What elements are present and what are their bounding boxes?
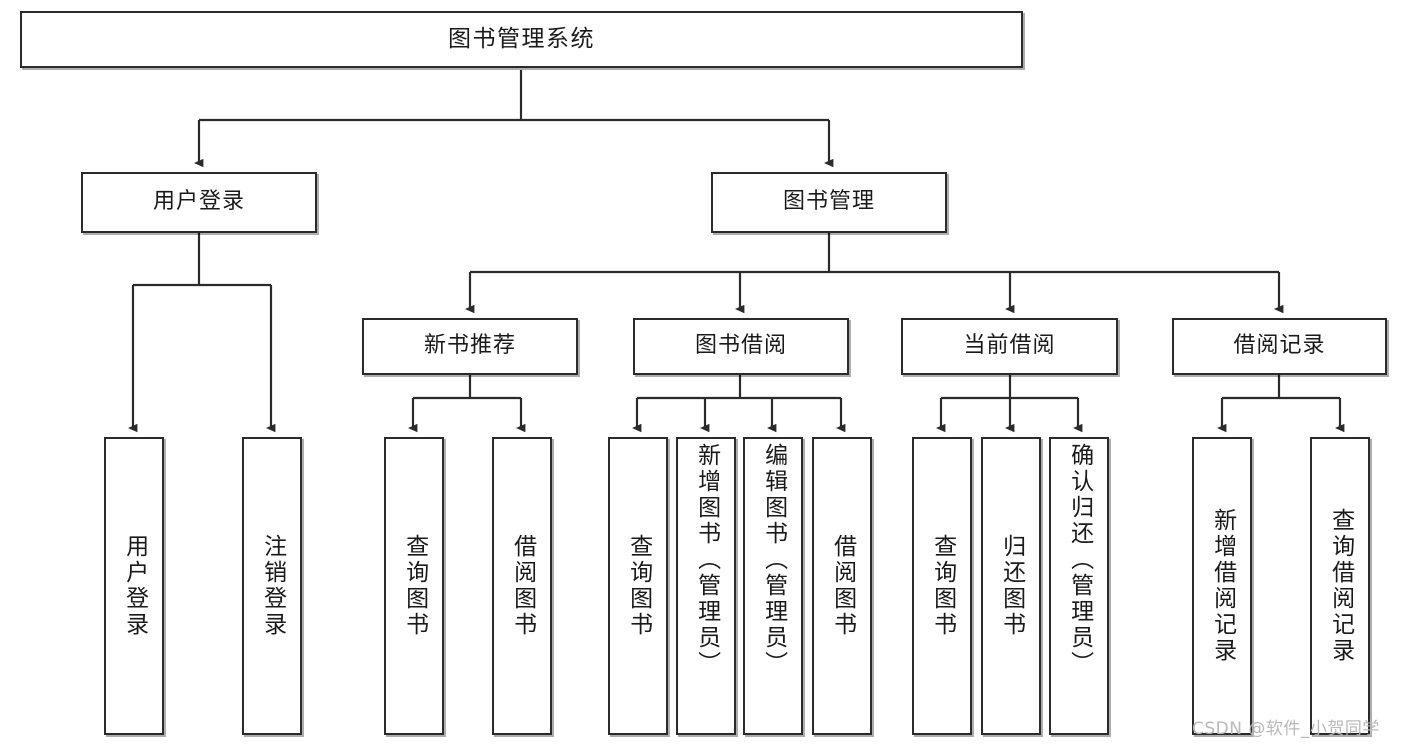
leaf-book-borrow-edit-book-admin[interactable]: 编辑图书（管理员） (743, 437, 803, 735)
node-label: 编辑图书（管理员） (760, 443, 787, 677)
node-borrow-record[interactable]: 借阅记录 (1172, 318, 1387, 375)
node-label: 查询图书 (929, 534, 956, 638)
leaf-book-borrow-add-book-admin[interactable]: 新增图书（管理员） (676, 437, 736, 735)
node-label: 确认归还（管理员） (1066, 443, 1093, 677)
node-new-book-recommend[interactable]: 新书推荐 (362, 318, 578, 375)
leaf-current-borrow-return-book[interactable]: 归还图书 (981, 437, 1041, 735)
leaf-new-book-query-book[interactable]: 查询图书 (384, 437, 444, 735)
node-label: 用户登录 (152, 189, 245, 215)
leaf-book-borrow-borrow-book[interactable]: 借阅图书 (812, 437, 872, 735)
leaf-borrow-record-add-record[interactable]: 新增借阅记录 (1192, 437, 1252, 735)
leaf-current-borrow-query-book[interactable]: 查询图书 (912, 437, 972, 735)
node-label: 查询借阅记录 (1327, 508, 1354, 664)
node-label: 查询图书 (401, 534, 428, 638)
leaf-book-borrow-query-book[interactable]: 查询图书 (608, 437, 668, 735)
leaf-current-borrow-confirm-return-admin[interactable]: 确认归还（管理员） (1049, 437, 1109, 735)
node-label: 图书管理 (782, 189, 875, 215)
node-user-login[interactable]: 用户登录 (81, 172, 317, 233)
node-label: 新增借阅记录 (1209, 508, 1236, 664)
node-label: 图书管理系统 (448, 25, 595, 52)
node-label: 用户登录 (121, 534, 148, 638)
node-label: 新书推荐 (423, 333, 516, 359)
node-root-book-management-system[interactable]: 图书管理系统 (20, 11, 1023, 68)
node-label: 图书借阅 (694, 333, 787, 359)
node-label: 新增图书（管理员） (693, 443, 720, 677)
node-label: 归还图书 (998, 534, 1025, 638)
csdn-watermark: CSDN @软件_小贺同学 (1192, 719, 1380, 739)
node-label: 查询图书 (625, 534, 652, 638)
node-label: 注销登录 (259, 534, 286, 638)
leaf-new-book-borrow-book[interactable]: 借阅图书 (492, 437, 552, 735)
node-book-management[interactable]: 图书管理 (711, 172, 947, 233)
node-current-borrow[interactable]: 当前借阅 (901, 318, 1118, 375)
leaf-user-login-logout[interactable]: 注销登录 (242, 437, 302, 735)
node-label: 当前借阅 (963, 333, 1056, 359)
node-label: 借阅图书 (829, 534, 856, 638)
leaf-borrow-record-query-record[interactable]: 查询借阅记录 (1310, 437, 1370, 735)
leaf-user-login-login[interactable]: 用户登录 (104, 437, 164, 735)
node-label: 借阅记录 (1233, 333, 1326, 359)
node-label: 借阅图书 (509, 534, 536, 638)
node-book-borrow[interactable]: 图书借阅 (633, 318, 849, 375)
